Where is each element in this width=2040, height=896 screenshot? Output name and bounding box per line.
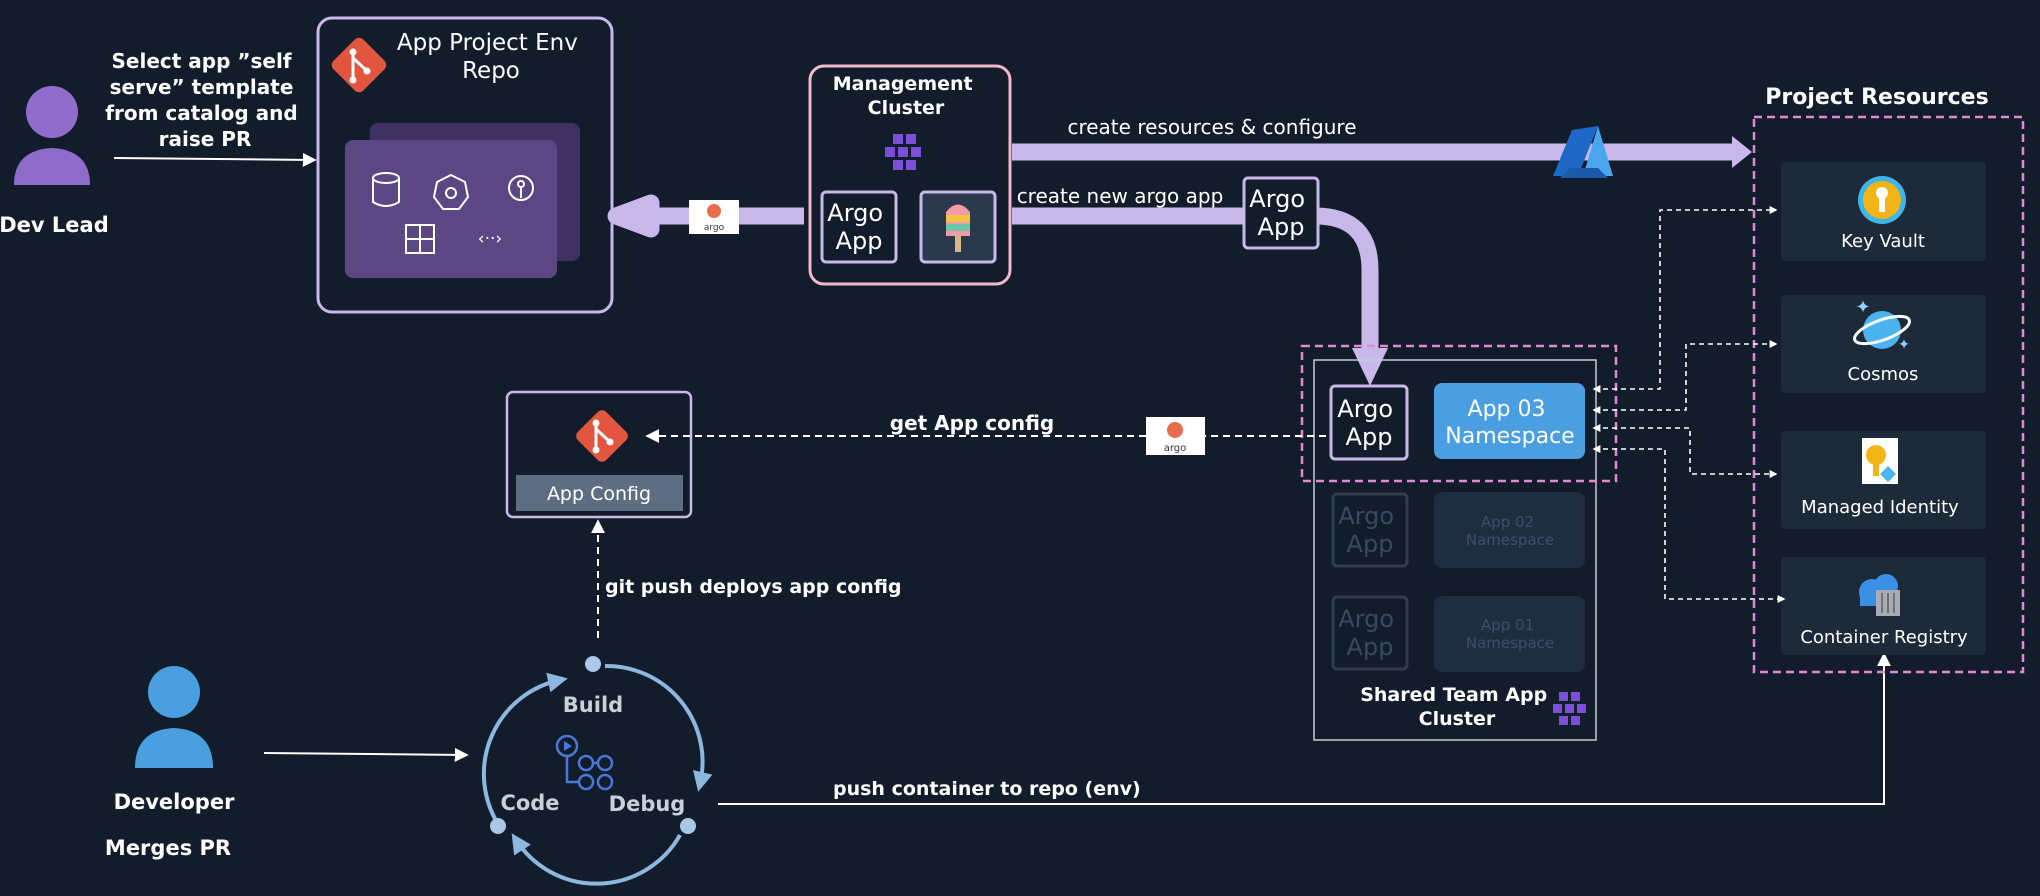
aks-cluster-icon xyxy=(885,134,921,170)
app-config-label: App Config xyxy=(547,483,651,505)
kubernetes-icon xyxy=(432,173,470,210)
app03-argo-box xyxy=(1329,384,1409,461)
env-repo-box: App Project Env Repo ‹··› xyxy=(316,16,614,314)
dev-lead-arrow xyxy=(113,152,317,167)
app-config-box xyxy=(505,390,693,519)
key-vault-icon xyxy=(1858,176,1906,224)
app01-namespace-label: App 01 Namespace xyxy=(1466,616,1554,652)
app03-argo-label: Argo App xyxy=(1337,395,1400,451)
cosmos-db-icon: ✦ ✦ xyxy=(1853,297,1911,353)
app02-argo-label: Argo App xyxy=(1338,502,1401,558)
get-config-label: get App config xyxy=(890,411,1054,435)
app02-namespace-label: App 02 Namespace xyxy=(1466,513,1554,549)
svg-text:argo: argo xyxy=(1164,443,1187,454)
push-container-arrow xyxy=(718,652,1891,805)
dev-lead-person-icon xyxy=(14,86,90,185)
developer-arrow xyxy=(263,747,469,762)
developer-person-icon xyxy=(135,666,213,768)
management-cluster-title: Management Cluster xyxy=(833,73,979,119)
azure-logo-icon xyxy=(1553,126,1613,178)
app03-namespace-box xyxy=(1434,383,1585,459)
managed-identity-label: Managed Identity xyxy=(1801,497,1959,518)
cycle-debug-label: Debug xyxy=(609,792,686,816)
app03-namespace-label: App 03 Namespace xyxy=(1445,397,1574,449)
api-icon: ‹··› xyxy=(478,229,502,249)
database-icon xyxy=(372,172,400,207)
svg-text:✦: ✦ xyxy=(1855,297,1870,318)
app01-argo-label: Argo App xyxy=(1338,605,1401,661)
service-grid-icon xyxy=(405,224,435,254)
shared-cluster-aks-icon xyxy=(1553,692,1586,725)
git-push-label: git push deploys app config xyxy=(605,576,902,598)
argo-badge-top: argo xyxy=(689,200,739,234)
mgmt-argo-app-label: Argo App xyxy=(827,199,890,255)
app-config-git-icon xyxy=(576,410,628,462)
shared-cluster-title: Shared Team App Cluster xyxy=(1360,684,1554,730)
app02-namespace-box xyxy=(1434,492,1585,568)
cycle-build-label: Build xyxy=(563,693,623,717)
cycle-code-label: Code xyxy=(500,791,559,815)
project-resources-title: Project Resources xyxy=(1765,85,1988,110)
app02-argo-box xyxy=(1331,492,1409,568)
dev-lead-action-text: Select app ”self serve” template from ca… xyxy=(105,49,304,151)
svg-text:✦: ✦ xyxy=(1898,337,1910,353)
popsicle-icon xyxy=(946,204,970,252)
svg-text:argo: argo xyxy=(704,223,725,233)
developer-label: Developer xyxy=(114,790,236,814)
dev-lead-label: Dev Lead xyxy=(0,213,109,237)
app01-namespace-box xyxy=(1434,596,1585,672)
managed-identity-icon xyxy=(1862,438,1898,484)
create-resources-arrowhead xyxy=(1732,136,1752,168)
cosmos-label: Cosmos xyxy=(1848,364,1919,385)
mgmt-argo-app-box xyxy=(820,190,898,264)
env-repo-title: App Project Env Repo xyxy=(397,30,585,84)
git-icon xyxy=(331,37,387,93)
argo-sync-arrow xyxy=(607,194,804,238)
app-config-label-bar xyxy=(516,475,683,511)
create-resources-label: create resources & configure xyxy=(1067,115,1356,139)
developer-sub-label: Merges PR xyxy=(105,836,231,860)
argo-badge-middle: argo xyxy=(1146,417,1205,455)
create-argo-app-label: create new argo app xyxy=(1017,184,1224,208)
floating-argo-app-box xyxy=(1242,176,1320,250)
app01-argo-box xyxy=(1331,595,1409,671)
dev-cycle: Build Code Debug xyxy=(481,656,713,886)
container-registry-icon xyxy=(1859,574,1900,616)
namespace-resource-links xyxy=(1592,206,1786,603)
management-cluster-box: Management Cluster Argo App xyxy=(808,64,1012,286)
storage-icon xyxy=(508,175,534,201)
pipeline-icon xyxy=(555,734,614,791)
create-argo-app-arrowhead xyxy=(1352,348,1388,386)
floating-argo-app-label: Argo App xyxy=(1249,185,1312,241)
container-registry-label: Container Registry xyxy=(1800,627,1968,648)
key-vault-label: Key Vault xyxy=(1841,231,1925,252)
push-container-label: push container to repo (env) xyxy=(833,778,1141,800)
